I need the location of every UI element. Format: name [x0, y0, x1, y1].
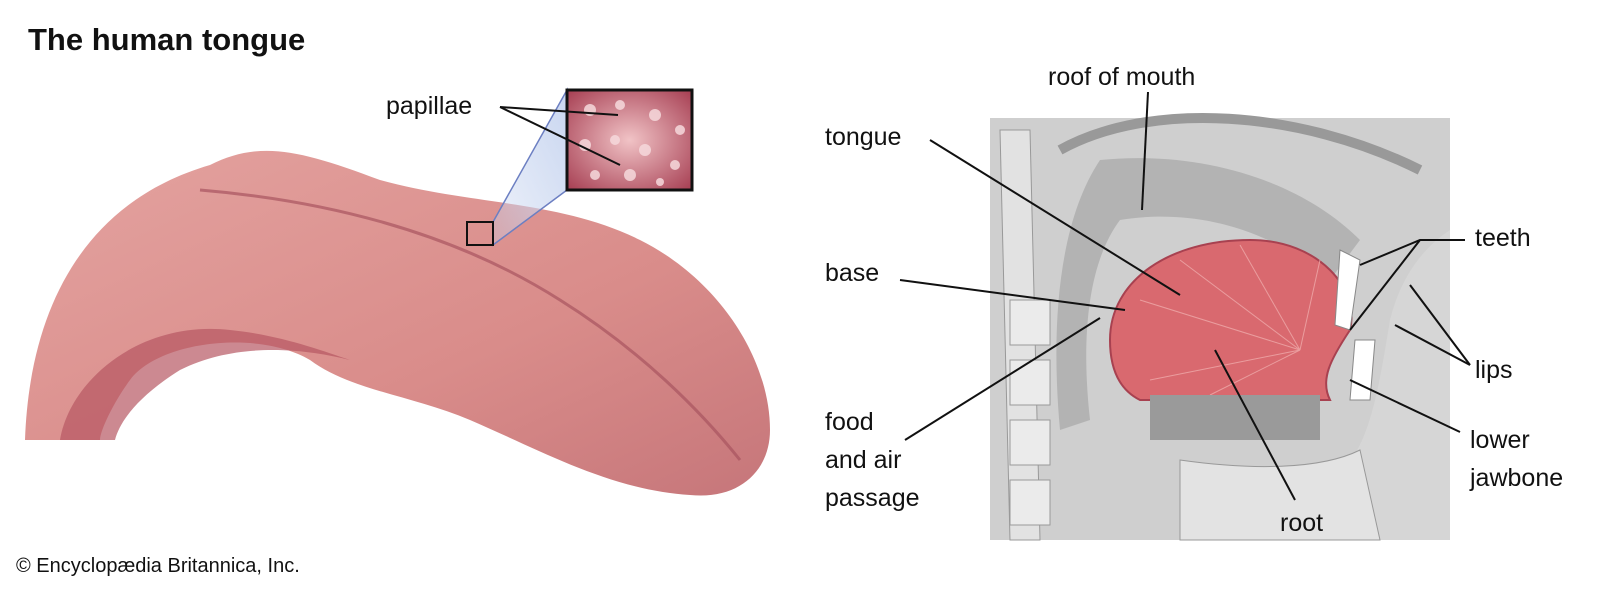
label-line: lower: [1470, 426, 1530, 454]
sample-box: [466, 221, 494, 246]
label-lips: lips: [1475, 356, 1513, 384]
copyright-credit: © Encyclopædia Britannica, Inc.: [16, 555, 300, 577]
label-line: and air: [825, 446, 902, 474]
label-line: food: [825, 408, 874, 436]
label-food-and-air-passage: food and air passage: [825, 403, 920, 517]
label-line: passage: [825, 484, 920, 512]
tongue-illustration: [25, 150, 770, 496]
label-papillae: papillae: [386, 92, 473, 120]
label-roof-of-mouth: roof of mouth: [1048, 63, 1196, 91]
label-teeth: teeth: [1475, 224, 1531, 252]
diagram-title: The human tongue: [28, 22, 306, 57]
label-root: root: [1280, 509, 1324, 537]
label-base: base: [825, 259, 880, 287]
leader-lines: [499, 91, 1471, 501]
label-tongue: tongue: [825, 123, 902, 151]
label-lower-jawbone: lower jawbone: [1470, 421, 1563, 497]
label-line: jawbone: [1470, 464, 1564, 492]
